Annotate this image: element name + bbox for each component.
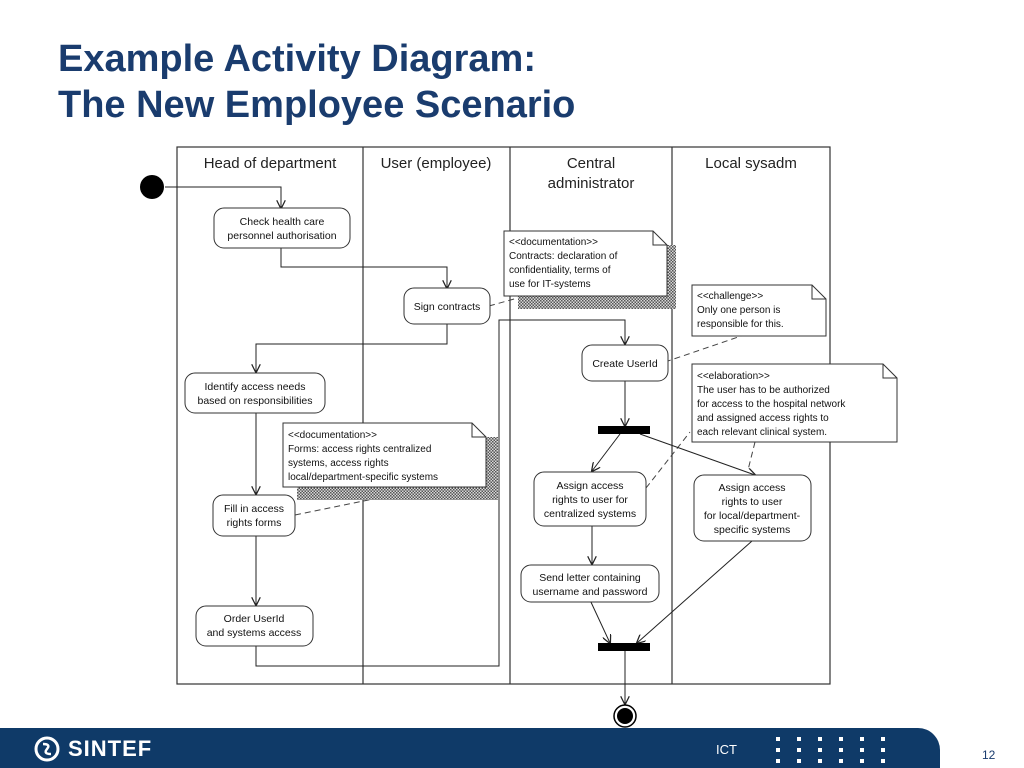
activity-text: for local/department-: [704, 510, 801, 522]
note-text: Contracts: declaration of: [509, 251, 618, 262]
note-text: systems, access rights: [288, 458, 389, 469]
activity-send-letter: Send letter containing username and passw…: [520, 564, 660, 603]
fork-bar: [598, 426, 650, 434]
activity-fill-in-forms: Fill in access rights forms: [212, 494, 296, 537]
activity-text: rights forms: [227, 517, 282, 529]
note-documentation-contracts: <<documentation>> Contracts: declaration …: [503, 230, 676, 309]
note-text: <<elaboration>>: [697, 371, 770, 382]
footer-ict: ICT: [716, 742, 737, 757]
sintef-logo: SINTEF: [34, 736, 184, 762]
activity-check-health-care: Check health care personnel authorisation: [213, 207, 351, 249]
activity-text: Check health care: [240, 216, 325, 228]
activity-create-userid: Create UserId: [581, 344, 669, 382]
svg-text:<<challenge>>Only one person i: <<challenge>> Only one person is responsib…: [697, 291, 784, 330]
activity-text: based on responsibilities: [198, 395, 313, 407]
note-text: <<documentation>>: [509, 237, 598, 248]
note-text: <<documentation>>: [288, 430, 377, 441]
activity-text: specific systems: [714, 524, 790, 536]
join-bar: [598, 643, 650, 651]
footer-bar: [0, 728, 940, 768]
activity-text: Order UserId: [224, 613, 285, 625]
svg-text:Sign contracts: Sign contracts: [414, 301, 481, 313]
slide-title-line1: Example Activity Diagram:: [58, 38, 536, 80]
lane-local-sysadm: Local sysadm: [705, 155, 797, 172]
sintef-logo-icon: [34, 736, 60, 762]
note-text: <<challenge>>: [697, 291, 763, 302]
note-text: The user has to be authorized: [697, 385, 830, 396]
note-text: Only one person is: [697, 305, 780, 316]
activity-text: username and password: [533, 586, 648, 598]
lane-user-employee: User (employee): [381, 155, 492, 172]
activity-identify-access-needs: Identify access needs based on responsibi…: [184, 372, 326, 414]
note-elaboration: <<elaboration>> The user has to be author…: [691, 363, 898, 443]
note-challenge: <<challenge>> Only one person is responsib…: [691, 284, 827, 337]
note-text: local/department-specific systems: [288, 472, 438, 483]
footer: SINTEF ICT 12: [0, 728, 1024, 768]
lane-central-administrator-line2: administrator: [548, 175, 635, 192]
initial-node: [140, 175, 164, 199]
activity-text: and systems access: [207, 627, 302, 639]
activity-text: Send letter containing: [539, 572, 641, 584]
slide-title: Example Activity Diagram: The New Employ…: [58, 36, 575, 128]
activity-assign-central: Assign access rights to user for centraliz…: [533, 471, 647, 527]
slide-title-line2: The New Employee Scenario: [58, 84, 576, 126]
note-documentation-forms: <<documentation>> Forms: access rights ce…: [282, 422, 498, 500]
activity-text: Identify access needs: [205, 381, 306, 393]
activity-text: Create UserId: [592, 358, 658, 370]
activity-text: Fill in access: [224, 503, 284, 515]
activity-text: Sign contracts: [414, 301, 481, 313]
final-node: [613, 704, 637, 728]
swimlanes: Head of department User (employee) Centr…: [176, 146, 831, 685]
note-text: confidentiality, terms of: [509, 265, 611, 276]
note-text: for access to the hospital network: [697, 399, 846, 410]
activity-text: Assign access: [718, 482, 785, 494]
note-text: and assigned access rights to: [697, 413, 829, 424]
svg-text:<<documentation>>Forms: access: <<documentation>> Forms: access rights ce…: [288, 430, 438, 483]
activity-text: rights to user: [722, 496, 783, 508]
activity-text: centralized systems: [544, 508, 636, 520]
activity-assign-local: Assign access rights to user for local/dep…: [693, 474, 812, 542]
activity-order-userid: Order UserId and systems access: [195, 605, 314, 647]
svg-text:<<documentation>>Contracts: de: <<documentation>> Contracts: declaration …: [509, 237, 618, 290]
lane-head-of-department: Head of department: [204, 155, 337, 172]
note-text: Forms: access rights centralized: [288, 444, 431, 455]
logo-text: SINTEF: [68, 736, 153, 761]
activity-text: Assign access: [556, 480, 623, 492]
activity-sign-contracts: Sign contracts: [403, 287, 491, 325]
note-text: use for IT-systems: [509, 279, 591, 290]
page-number: 12: [982, 748, 996, 762]
note-text: each relevant clinical system.: [697, 427, 827, 438]
lane-central-administrator-line1: Central: [567, 155, 615, 172]
svg-text:Create UserId: Create UserId: [592, 358, 658, 370]
activity-text: personnel authorisation: [227, 230, 336, 242]
footer-dot-pattern: [776, 737, 886, 763]
activity-text: rights to user for: [552, 494, 628, 506]
svg-text:<<elaboration>>The user has to: <<elaboration>> The user has to be author…: [697, 371, 846, 438]
note-text: responsible for this.: [697, 319, 784, 330]
control-flows: [165, 186, 755, 704]
